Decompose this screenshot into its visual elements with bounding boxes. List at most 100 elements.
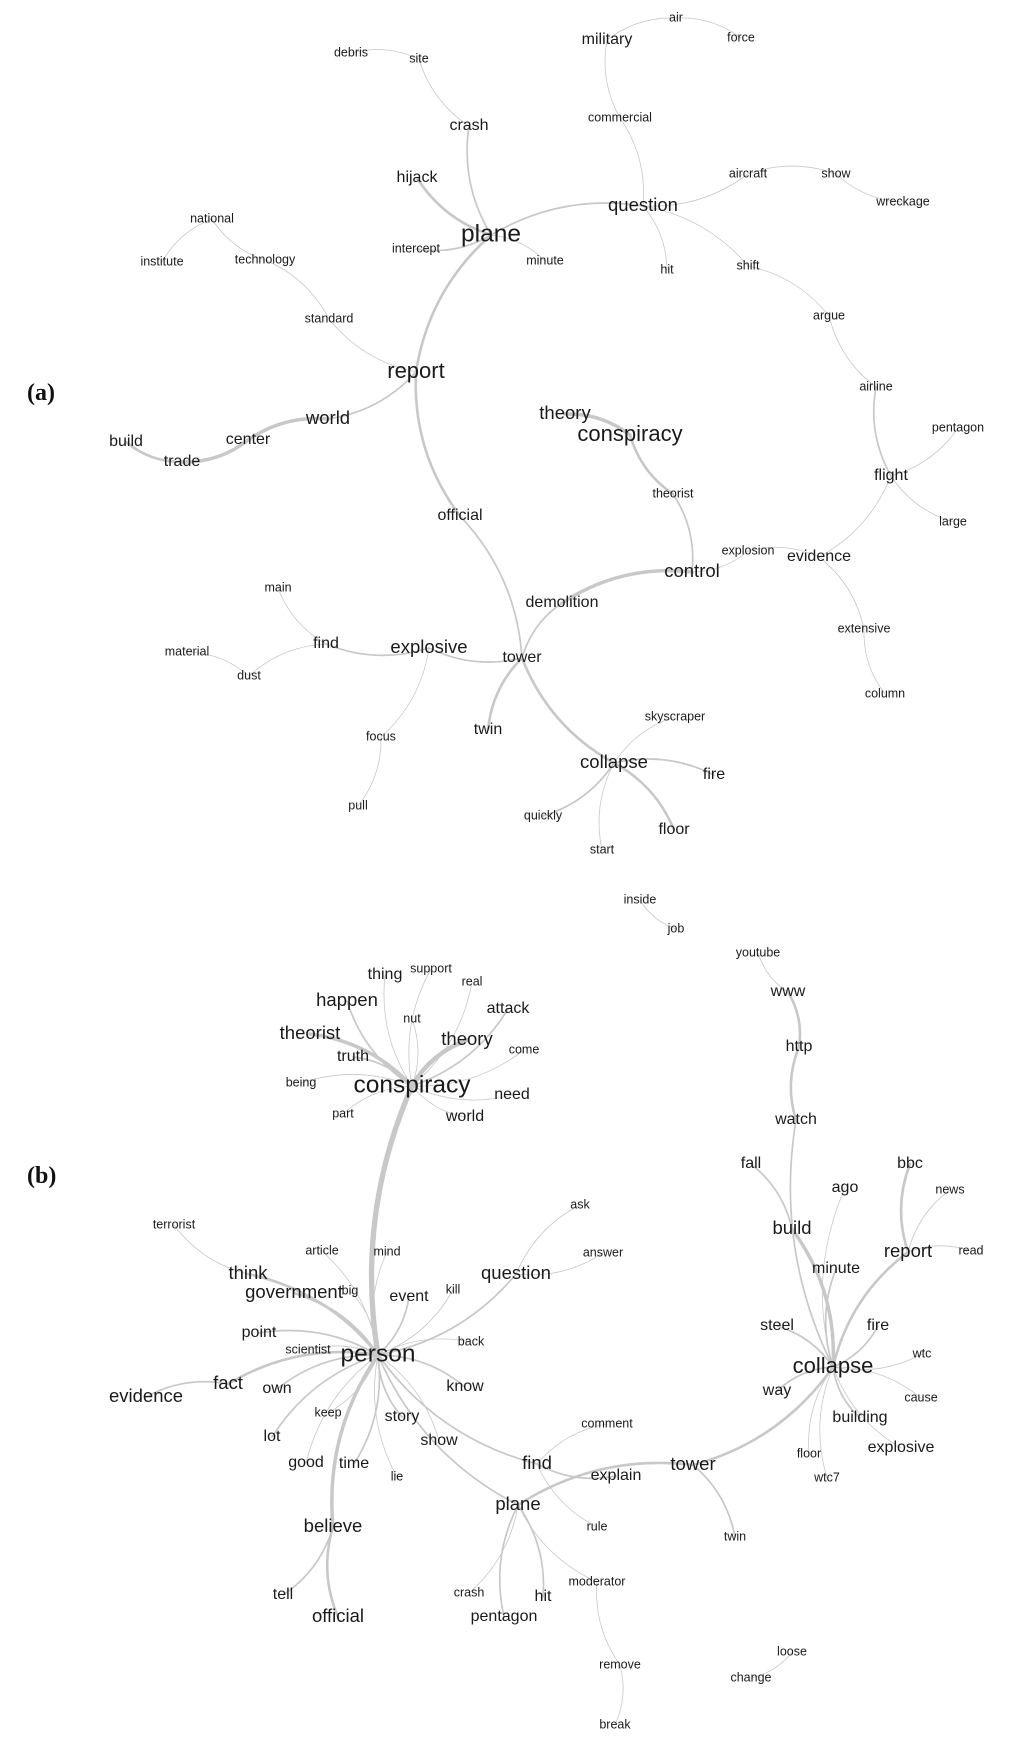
node-b-cause: cause: [904, 1390, 937, 1404]
edge-b-tower-collapse: [691, 1365, 835, 1467]
node-a-main: main: [264, 580, 291, 594]
node-a-national: national: [190, 211, 234, 225]
node-a-site: site: [409, 51, 429, 65]
edge-b-building-collapse: [832, 1366, 861, 1419]
edge-b-conspiracy-person: [368, 1083, 415, 1358]
edge-b-official-believe: [325, 1525, 340, 1619]
edge-b-tower-twin: [692, 1464, 736, 1538]
edge-a-find-dust: [248, 643, 327, 677]
edge-b-plane-tower: [516, 1461, 695, 1507]
edge-b-evidence-fact: [145, 1380, 229, 1398]
node-a-hijack: hijack: [397, 169, 439, 186]
node-b-question: question: [481, 1262, 551, 1283]
edge-b-www-http: [786, 990, 802, 1049]
edge-a-airline-flight: [872, 386, 892, 477]
edge-a-site-crash: [418, 58, 470, 127]
node-a-hit: hit: [660, 262, 674, 276]
edge-b-wtc-collapse: [832, 1353, 923, 1371]
node-b-hit: hit: [535, 1588, 552, 1605]
node-b-article: article: [305, 1243, 338, 1257]
node-a-demolition: demolition: [526, 594, 599, 611]
node-b-find: find: [522, 1452, 552, 1473]
node-a-skyscraper: skyscraper: [645, 709, 705, 723]
edge-a-national-technology: [211, 218, 266, 261]
edge-a-focus-pull: [357, 736, 382, 807]
node-b-theorist: theorist: [280, 1022, 341, 1043]
node-a-shift: shift: [737, 258, 760, 272]
node-b-point: point: [242, 1324, 277, 1341]
node-a-wreckage: wreckage: [875, 194, 930, 208]
node-b-lot: lot: [264, 1428, 281, 1445]
edge-a-question-shift: [642, 205, 749, 267]
edge-b-scientist-person: [307, 1345, 379, 1356]
edge-a-center-trade: [180, 438, 250, 464]
node-a-flight: flight: [874, 467, 908, 484]
edge-a-air-force: [675, 17, 742, 39]
node-b-part: part: [332, 1106, 354, 1120]
node-b-tower: tower: [670, 1453, 715, 1474]
node-b-real: real: [462, 974, 483, 988]
node-b-steel: steel: [760, 1317, 794, 1334]
node-b-read: read: [958, 1243, 983, 1257]
edge-b-good-person: [305, 1354, 379, 1464]
edge-b-explosive-collapse: [832, 1366, 902, 1449]
node-b-show: show: [420, 1432, 458, 1449]
edge-a-world-center: [246, 416, 330, 442]
edge-b-plane-moderator: [517, 1504, 598, 1583]
node-b-being: being: [286, 1075, 317, 1089]
node-b-wtc7: wtc7: [813, 1470, 840, 1484]
edge-a-conspiracy-theorist: [628, 433, 675, 496]
node-a-question: question: [608, 194, 678, 215]
node-b-story: story: [385, 1408, 420, 1425]
edge-a-question-aircraft: [642, 173, 749, 207]
edge-b-conspiracy-theory: [409, 1037, 470, 1089]
node-a-airline: airline: [859, 379, 892, 393]
edge-b-news-report: [907, 1189, 951, 1253]
node-b-pentagon: pentagon: [471, 1608, 538, 1625]
node-b-report: report: [884, 1240, 932, 1261]
node-b-loose: loose: [777, 1644, 807, 1658]
node-a-argue: argue: [813, 308, 845, 322]
edge-b-fire-collapse: [832, 1325, 879, 1368]
node-b-government: government: [245, 1281, 343, 1302]
edge-b-fall-build: [750, 1163, 793, 1230]
node-b-ask: ask: [570, 1197, 590, 1211]
node-b-terrorist: terrorist: [153, 1217, 196, 1231]
node-b-youtube: youtube: [736, 945, 781, 959]
node-a-minute: minute: [526, 253, 564, 267]
edge-a-commercial-question: [619, 117, 644, 207]
edge-a-dust-material: [186, 651, 250, 677]
edge-a-air-military: [606, 17, 677, 41]
node-b-minute: minute: [812, 1260, 860, 1277]
node-b-kill: kill: [446, 1282, 461, 1296]
node-b-bbc: bbc: [897, 1155, 923, 1172]
edge-b-conspiracy-happen: [346, 1000, 413, 1087]
edge-a-collapse-fire: [613, 758, 715, 776]
edge-b-read-report: [907, 1245, 972, 1253]
edge-b-article-person: [321, 1250, 379, 1356]
edge-b-conspiracy-world: [411, 1085, 466, 1118]
edge-b-show-person: [377, 1354, 440, 1442]
edge-b-plane-crash: [468, 1504, 519, 1594]
edge-a-collapse-quickly: [542, 762, 615, 817]
edge-a-flight-evidence: [818, 475, 892, 558]
edge-b-government-person: [292, 1291, 380, 1357]
node-b-evidence: evidence: [109, 1385, 183, 1406]
node-b-official: official: [312, 1605, 364, 1626]
node-b-answer: answer: [583, 1245, 623, 1259]
node-a-column: column: [865, 686, 905, 700]
edge-a-hijack-plane: [415, 176, 493, 237]
edge-a-minute-plane: [490, 234, 546, 262]
node-b-fall: fall: [741, 1155, 761, 1172]
edge-a-collapse-skyscraper: [613, 716, 676, 764]
edge-b-conspiracy-attack: [411, 1008, 509, 1087]
node-a-explosion: explosion: [722, 543, 775, 557]
edge-b-kill-person: [377, 1289, 454, 1356]
edge-a-flight-pentagon: [890, 427, 959, 477]
node-b-ago: ago: [832, 1179, 859, 1196]
node-a-tower: tower: [502, 649, 542, 666]
node-b-plane: plane: [495, 1493, 540, 1514]
node-a-aircraft: aircraft: [729, 166, 768, 180]
